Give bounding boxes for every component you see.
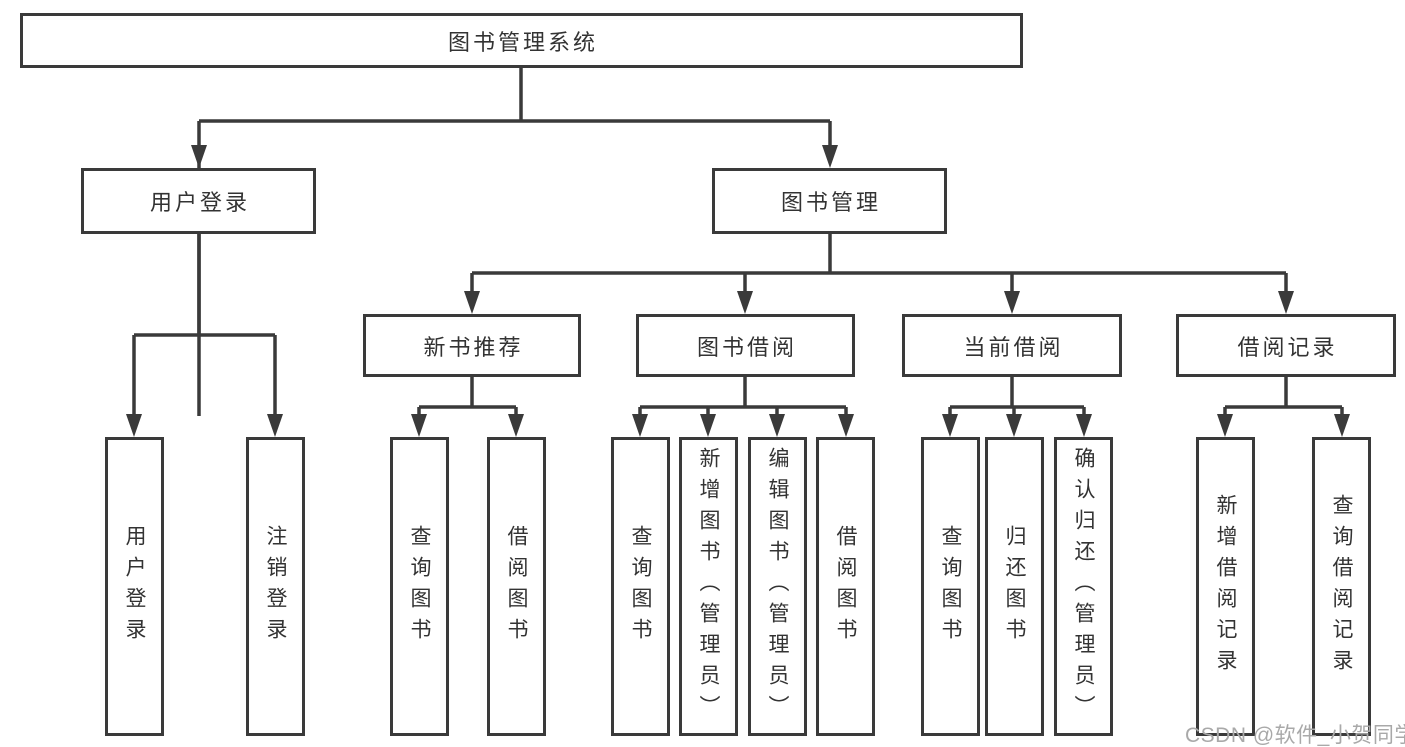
- arrowhead-icon: [508, 414, 524, 437]
- node-book-management: 图书管理: [712, 168, 947, 234]
- arrowhead-icon: [126, 414, 142, 437]
- arrowhead-icon: [411, 414, 427, 437]
- arrowhead-icon: [838, 414, 854, 437]
- connector-currentborrow-to-leaves: [948, 377, 1086, 416]
- node-book-borrowing: 图书借阅: [636, 314, 855, 377]
- connector-bookmgmt-to-level2: [470, 234, 1288, 292]
- arrowhead-icon: [942, 414, 958, 437]
- connector-userlogin-to-leaves: [132, 234, 277, 416]
- leaf-user-login: 用户登录: [105, 437, 164, 736]
- node-library-management-system: 图书管理系统: [20, 13, 1023, 68]
- arrowhead-icon: [464, 291, 480, 314]
- leaf-query-books-current: 查询图书: [921, 437, 980, 736]
- arrowhead-icon: [1006, 414, 1022, 437]
- arrowhead-icon: [822, 145, 838, 168]
- node-user-login: 用户登录: [81, 168, 316, 234]
- csdn-watermark: CSDN @软件_小贺同学: [1185, 724, 1405, 747]
- node-borrowing-records: 借阅记录: [1176, 314, 1396, 377]
- connector-bookborrow-to-leaves: [638, 377, 848, 416]
- arrowhead-icon: [1217, 414, 1233, 437]
- leaf-query-borrowing-record: 查询借阅记录: [1312, 437, 1371, 736]
- leaf-query-books-recommend: 查询图书: [390, 437, 449, 736]
- node-current-borrowing: 当前借阅: [902, 314, 1122, 377]
- arrowhead-icon: [769, 414, 785, 437]
- connector-borrowrecord-to-leaves: [1223, 377, 1344, 416]
- arrowhead-icon: [700, 414, 716, 437]
- leaf-borrow-books-recommend: 借阅图书: [487, 437, 546, 736]
- connector-newbook-to-leaves: [417, 377, 518, 416]
- node-new-book-recommendation: 新书推荐: [363, 314, 581, 377]
- leaf-add-books-admin: 新增图书（管理员）: [679, 437, 738, 736]
- arrowhead-icon: [1334, 414, 1350, 437]
- arrowhead-icon: [632, 414, 648, 437]
- arrowhead-icon: [1076, 414, 1092, 437]
- leaf-query-books-borrow: 查询图书: [611, 437, 670, 736]
- leaf-return-books: 归还图书: [985, 437, 1044, 736]
- leaf-borrow-books: 借阅图书: [816, 437, 875, 736]
- arrowhead-icon: [1278, 291, 1294, 314]
- leaf-edit-books-admin: 编辑图书（管理员）: [748, 437, 807, 736]
- arrowhead-icon: [267, 414, 283, 437]
- arrowhead-icon: [737, 291, 753, 314]
- leaf-add-borrowing-record: 新增借阅记录: [1196, 437, 1255, 736]
- arrowhead-icon: [191, 145, 207, 168]
- arrowhead-icon: [1004, 291, 1020, 314]
- leaf-logout: 注销登录: [246, 437, 305, 736]
- leaf-confirm-return-admin: 确认归还（管理员）: [1054, 437, 1113, 736]
